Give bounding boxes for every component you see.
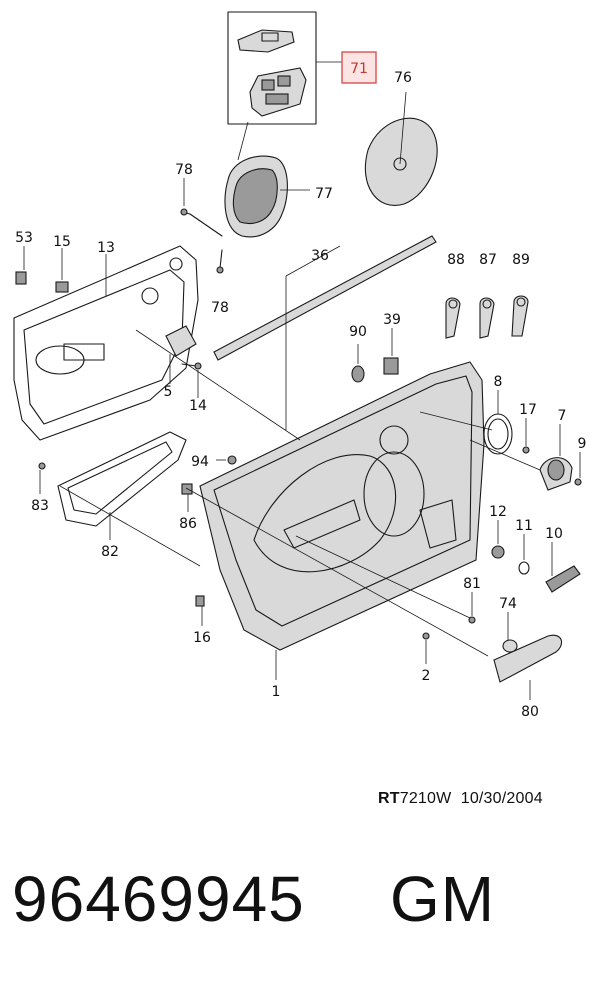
clip-15 (55, 248, 69, 293)
callout-7: 7 (558, 408, 567, 424)
callout-83: 83 (31, 498, 49, 514)
callout-88: 88 (447, 252, 465, 268)
callout-10: 10 (545, 526, 563, 542)
weatherstrip-36 (213, 235, 437, 430)
callout-14: 14 (189, 398, 207, 414)
bezel-12 (491, 520, 505, 559)
callout-74: 74 (499, 596, 517, 612)
door-trim-panel-1 (199, 361, 485, 680)
clip-53 (15, 246, 27, 285)
handle-89 (511, 295, 529, 337)
callout-81: 81 (463, 576, 481, 592)
clip-16 (195, 595, 205, 626)
handle-87 (479, 297, 495, 339)
clip-39 (383, 328, 399, 375)
screws-78 (180, 178, 224, 274)
callout-87: 87 (479, 252, 497, 268)
callout-39: 39 (383, 312, 401, 328)
callout-80: 80 (521, 704, 539, 720)
switch-bezel-77 (224, 121, 310, 238)
callout-36: 36 (311, 248, 329, 264)
callout-2: 2 (422, 668, 431, 684)
callout-13: 13 (97, 240, 115, 256)
inside-handle-7 (539, 424, 573, 491)
speaker-ring-8 (483, 390, 513, 455)
callout-94: 94 (191, 454, 209, 470)
callout-77: 77 (315, 186, 333, 202)
callout-78-bottom: 78 (211, 300, 229, 316)
callout-53: 53 (15, 230, 33, 246)
assembly-guide-lines (59, 329, 541, 657)
brand-name: GM (390, 863, 496, 935)
callout-76: 76 (394, 70, 412, 86)
callout-12: 12 (489, 504, 507, 520)
screw-81 (468, 592, 476, 624)
drawing-code-date: 7210W 10/30/2004 (399, 790, 543, 807)
screw-14 (181, 362, 202, 398)
callout-71: 71 (350, 61, 368, 77)
screw-17 (522, 418, 530, 454)
highlight-box-71 (341, 51, 377, 84)
callout-8: 8 (494, 374, 503, 390)
window-switch-inset (227, 11, 342, 125)
cap-11 (518, 534, 530, 575)
callout-5: 5 (164, 384, 173, 400)
callout-11: 11 (515, 518, 533, 534)
callout-78-top: 78 (175, 162, 193, 178)
callout-16: 16 (193, 630, 211, 646)
callout-1: 1 (272, 684, 281, 700)
speaker-grille-76 (364, 91, 438, 206)
bracket-5 (165, 325, 197, 384)
callout-9: 9 (578, 436, 587, 452)
clip-83 (38, 462, 46, 494)
clip-94 (216, 455, 237, 465)
drawing-reference: RT7210W 10/30/2004 (378, 790, 543, 808)
callout-86: 86 (179, 516, 197, 532)
callout-15: 15 (53, 234, 71, 250)
grommet-90 (351, 344, 365, 383)
drawing-code: RT (378, 790, 400, 807)
grab-handle-80 (493, 634, 563, 700)
callout-17: 17 (519, 402, 537, 418)
lever-10 (545, 542, 581, 593)
armrest-cover-82 (57, 431, 187, 540)
cap-74 (502, 612, 518, 653)
callout-82: 82 (101, 544, 119, 560)
part-number: 96469945 (12, 863, 305, 935)
inner-panel-13 (13, 245, 199, 441)
screw-2 (422, 632, 430, 664)
callout-89: 89 (512, 252, 530, 268)
callout-90: 90 (349, 324, 367, 340)
handle-88 (445, 297, 461, 339)
screw-9 (574, 452, 582, 486)
